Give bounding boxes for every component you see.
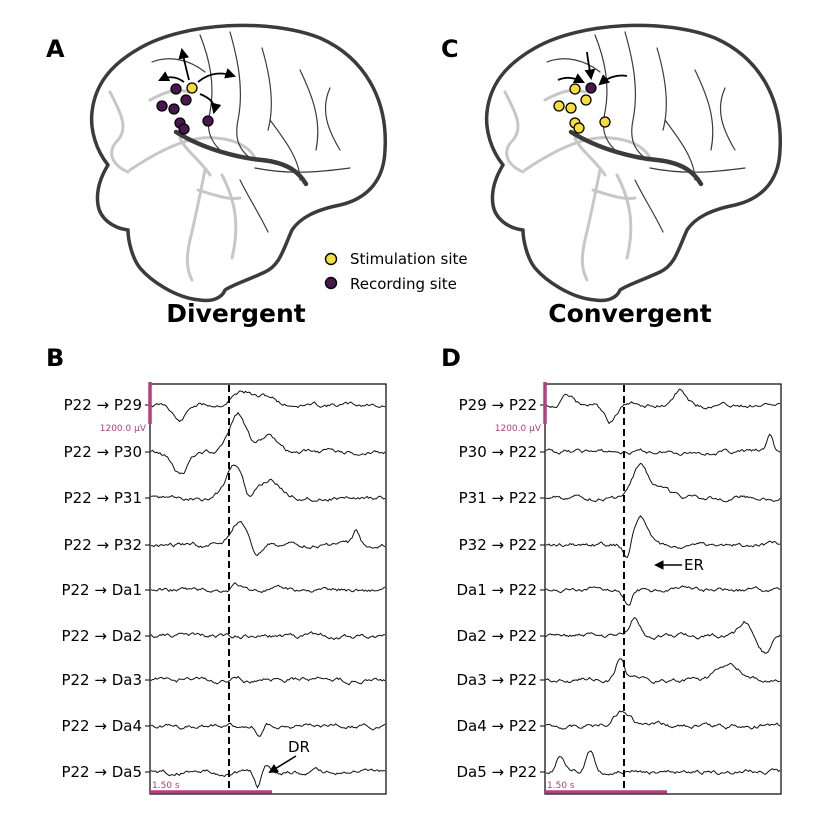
- legend-stimulation-label: Stimulation site: [350, 250, 468, 268]
- channel-label: P22 → Da2: [61, 627, 142, 645]
- stimulation-site: [553, 100, 565, 112]
- stimulation-site: [569, 83, 581, 95]
- stimulation-site: [599, 116, 611, 128]
- recording-site: [168, 103, 180, 115]
- eeg-trace: [150, 631, 385, 641]
- channel-label: Da5 → P22: [456, 763, 537, 781]
- channel-label: P29 → P22: [459, 396, 537, 414]
- eeg-trace: [545, 462, 781, 503]
- plot-frame: [544, 383, 782, 795]
- legend-recording-label: Recording site: [350, 275, 457, 293]
- eeg-trace: [150, 411, 386, 475]
- channel-label: P22 → P31: [64, 489, 142, 507]
- eeg-trace: [150, 675, 386, 686]
- pointer-arrow-icon: [268, 755, 297, 774]
- stimulation-legend-marker: [324, 252, 338, 266]
- channel-label: Da1 → P22: [456, 581, 537, 599]
- channel-label: P22 → P30: [64, 443, 142, 461]
- stimulation-site: [186, 82, 198, 94]
- annotation-dr: DR: [288, 738, 310, 756]
- recording-site: [178, 123, 190, 135]
- voltage-scale-label: 1200.0 µV: [495, 424, 542, 434]
- eeg-trace: [545, 616, 781, 654]
- channel-label: P22 → Da1: [61, 581, 142, 599]
- time-scale-label: 1.50 s: [547, 781, 575, 791]
- eeg-trace: [545, 658, 781, 684]
- channel-label: P22 → Da3: [61, 671, 142, 689]
- voltage-scale-label: 1200.0 µV: [100, 424, 147, 434]
- channel-label: Da4 → P22: [456, 717, 537, 735]
- panel-label-b: B: [46, 344, 64, 372]
- channel-label: P31 → P22: [459, 489, 537, 507]
- stimulation-site: [573, 122, 585, 134]
- annotation-er: ER: [684, 556, 704, 574]
- recording-legend-marker: [324, 276, 338, 290]
- legend: Stimulation site Recording site: [324, 250, 468, 293]
- recording-site: [170, 83, 182, 95]
- recording-site: [585, 82, 597, 94]
- eeg-trace: [545, 710, 781, 730]
- channel-label: P22 → P29: [64, 396, 142, 414]
- recording-site: [202, 115, 214, 127]
- title-convergent: Convergent: [548, 299, 712, 328]
- panel-label-d: D: [441, 344, 461, 372]
- channel-label: Da3 → P22: [456, 671, 537, 689]
- eeg-trace: [150, 722, 386, 737]
- eeg-trace: [545, 515, 781, 559]
- brain-diagram-divergent: [89, 23, 387, 303]
- channel-label: Da2 → P22: [456, 627, 537, 645]
- panel-label-c: C: [441, 35, 459, 63]
- stimulation-site: [580, 94, 592, 106]
- title-divergent: Divergent: [166, 299, 306, 328]
- recording-site: [180, 94, 192, 106]
- eeg-trace: [150, 582, 386, 594]
- plot-frame: [149, 383, 387, 795]
- channel-label: P32 → P22: [459, 536, 537, 554]
- channel-label: P22 → Da4: [61, 717, 142, 735]
- curved-arrow-icon: [158, 47, 237, 115]
- time-scale-label: 1.50 s: [152, 781, 180, 791]
- eeg-trace: [150, 764, 386, 789]
- stimulation-site: [565, 102, 577, 114]
- recording-site: [156, 100, 168, 112]
- channel-label: P30 → P22: [459, 443, 537, 461]
- eeg-trace: [545, 388, 781, 425]
- eeg-trace: [545, 750, 781, 776]
- eeg-trace: [150, 464, 386, 502]
- eeg-trace: [151, 520, 386, 557]
- eeg-trace: [545, 433, 781, 456]
- curved-arrow-icon: [557, 51, 628, 86]
- brain-diagram-convergent: [484, 23, 782, 303]
- eeg-trace: [150, 390, 386, 423]
- eeg-trace: [545, 585, 781, 606]
- channel-label: P22 → Da5: [61, 763, 142, 781]
- channel-label: P22 → P32: [64, 536, 142, 554]
- panel-label-a: A: [46, 35, 65, 63]
